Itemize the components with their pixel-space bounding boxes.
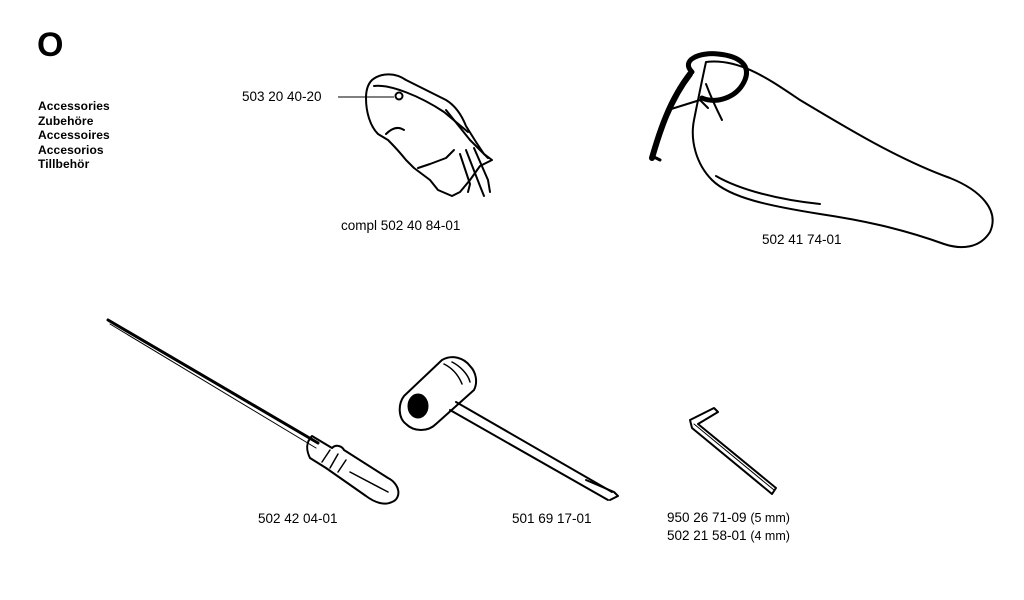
part-number-hex-keys: 950 26 71-09 (5 mm) 502 21 58-01 (4 mm)	[667, 509, 790, 545]
hex-key-5mm-number: 950 26 71-09	[667, 510, 747, 525]
guide-bar-cover-illustration	[649, 51, 994, 249]
hex-key-4mm-row: 502 21 58-01 (4 mm)	[667, 527, 790, 545]
title-german: Zubehöre	[38, 113, 94, 128]
hex-key-4mm-size: (4 mm)	[750, 529, 790, 543]
chain-guard-illustration	[365, 73, 493, 197]
part-number-screwdriver: 502 42 04-01	[258, 511, 338, 526]
part-number-pin: 503 20 40-20	[242, 89, 322, 104]
part-number-cover: 502 41 74-01	[762, 232, 842, 247]
screwdriver-illustration	[106, 318, 400, 505]
title-spanish: Accesorios	[38, 142, 104, 157]
section-letter: O	[37, 26, 64, 64]
part-number-guard: compl 502 40 84-01	[341, 218, 461, 233]
title-swedish: Tillbehör	[38, 157, 90, 171]
accessories-title-list: Accessories Zubehöre Accessoires Accesor…	[38, 99, 110, 172]
hex-key-5mm-size: (5 mm)	[750, 511, 790, 525]
title-french: Accessoires	[38, 128, 110, 142]
part-number-wrench: 501 69 17-01	[512, 511, 592, 526]
hex-key-illustration	[689, 407, 777, 495]
hex-key-5mm-row: 950 26 71-09 (5 mm)	[667, 509, 790, 527]
hex-key-4mm-number: 502 21 58-01	[667, 528, 747, 543]
combination-wrench-illustration	[398, 356, 619, 501]
title-english: Accessories	[38, 99, 110, 113]
